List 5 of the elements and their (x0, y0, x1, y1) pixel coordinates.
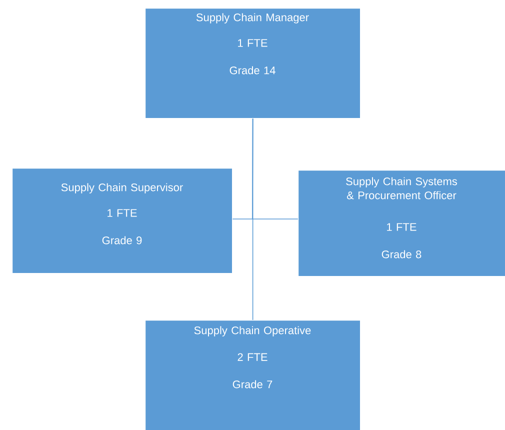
org-box: Supply Chain Manager 1 FTE Grade 14 (145, 8, 361, 119)
org-box: Supply Chain Supervisor 1 FTE Grade 9 (12, 168, 233, 274)
connector-line (252, 118, 254, 320)
org-box: Supply Chain Systems & Procurement Officer 1 FTE Grade 8 (298, 170, 505, 277)
org-box: Supply Chain Operative 2 FTE Grade 7 (145, 320, 361, 430)
